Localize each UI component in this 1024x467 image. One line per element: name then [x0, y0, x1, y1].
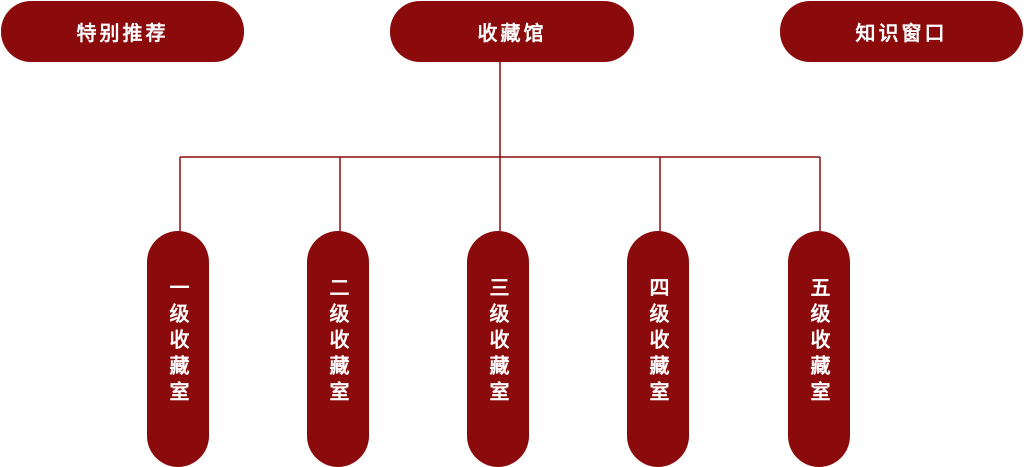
room-2-button[interactable]: 二级收藏室 — [307, 231, 369, 467]
featured-button[interactable]: 特别推荐 — [1, 1, 244, 62]
room-2-label: 二级收藏室 — [326, 277, 350, 407]
knowledge-button[interactable]: 知识窗口 — [780, 1, 1023, 62]
room-5-button[interactable]: 五级收藏室 — [788, 231, 850, 467]
room-3-label: 三级收藏室 — [486, 277, 510, 407]
featured-label: 特别推荐 — [76, 21, 169, 45]
room-1-label: 一级收藏室 — [166, 277, 190, 407]
room-1-button[interactable]: 一级收藏室 — [147, 231, 209, 467]
museum-button[interactable]: 收藏馆 — [390, 1, 634, 62]
room-4-button[interactable]: 四级收藏室 — [627, 231, 689, 467]
room-4-label: 四级收藏室 — [646, 277, 670, 407]
room-5-label: 五级收藏室 — [807, 277, 831, 407]
museum-label: 收藏馆 — [477, 21, 547, 45]
knowledge-label: 知识窗口 — [855, 21, 948, 45]
room-3-button[interactable]: 三级收藏室 — [467, 231, 529, 467]
